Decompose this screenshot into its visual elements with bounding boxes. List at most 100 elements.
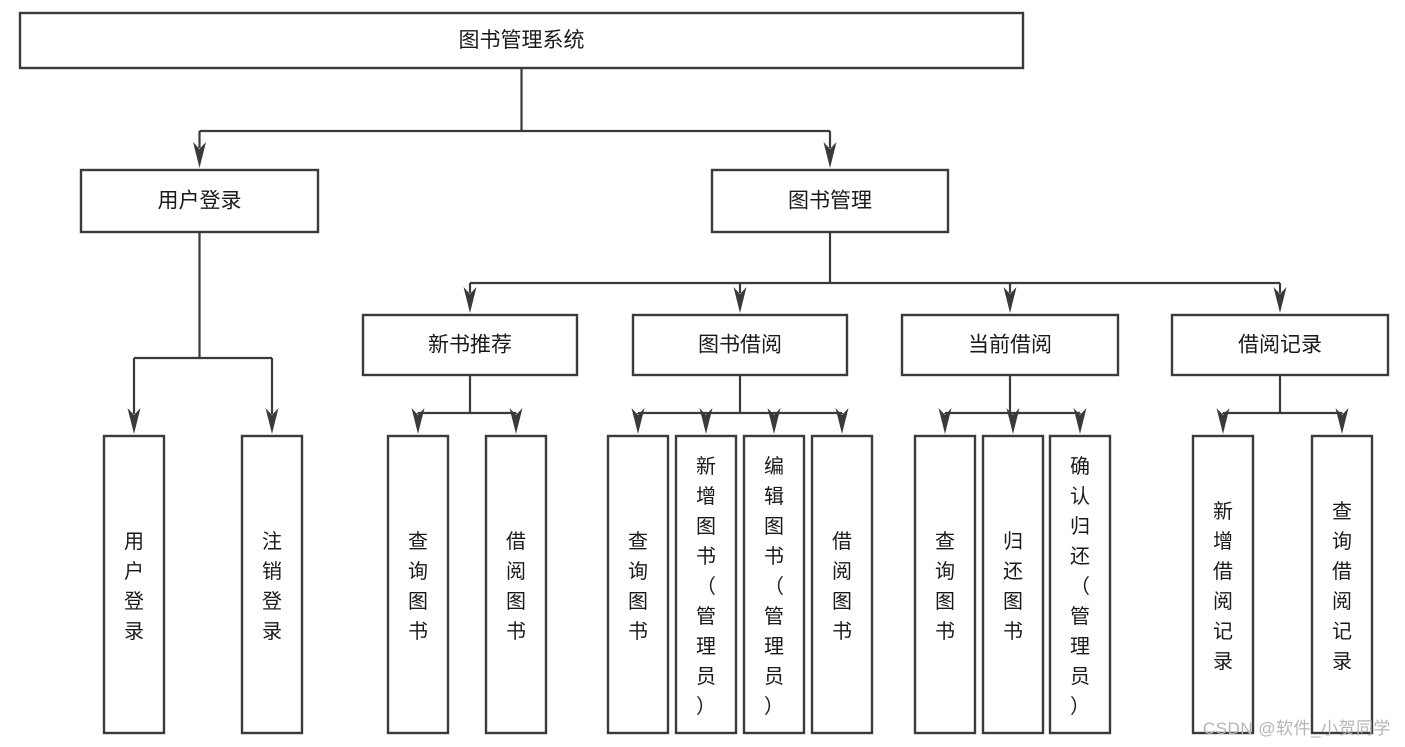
node-label-char: 书 <box>408 620 428 643</box>
node-label-char: 查 <box>628 530 648 553</box>
node-label-char: 阅 <box>1213 590 1233 613</box>
node-label-char: 书 <box>764 545 784 568</box>
edge-group-login <box>127 232 279 434</box>
node-label-char: 图 <box>696 516 716 538</box>
edge-arrowhead <box>835 408 849 434</box>
node-box <box>710 168 950 234</box>
edge-group-borrow <box>631 375 849 434</box>
node-label: 新书推荐 <box>428 334 512 357</box>
node-label-char: 归 <box>1070 515 1090 538</box>
node-label-char: 借 <box>1332 560 1352 583</box>
node-label-char: 确 <box>1070 455 1090 478</box>
node-label: 用户登录 <box>158 190 242 213</box>
node-bookmgmt[interactable]: 图书管理 <box>710 168 950 234</box>
node-label-char: 户 <box>124 560 144 583</box>
node-label-char: 理 <box>696 636 716 658</box>
node-login[interactable]: 用户登录 <box>79 168 320 234</box>
edge-group-bookmgmt <box>463 232 1287 313</box>
edge-group-newbook <box>411 375 523 434</box>
node-label-char: 阅 <box>1332 590 1352 613</box>
node-label-char: 销 <box>262 560 282 583</box>
node-label-char: 询 <box>628 560 648 583</box>
node-label-char: 书 <box>506 620 526 643</box>
node-label-char: 书 <box>832 620 852 643</box>
edge-group-current <box>938 375 1087 434</box>
node-label-char: （ <box>1070 575 1090 598</box>
edge-arrowhead <box>699 408 713 434</box>
node-box <box>1310 434 1374 735</box>
edge-arrowhead <box>767 408 781 434</box>
node-box <box>631 313 849 377</box>
node-label-char: 录 <box>1332 651 1352 673</box>
node-leaf-login-2[interactable]: 注销登录注销登录 <box>240 434 304 735</box>
node-label-char: 借 <box>832 530 852 553</box>
node-box <box>810 434 874 735</box>
node-label-char: ） <box>764 695 784 718</box>
node-label-char: 图 <box>1003 591 1023 613</box>
node-label-char: 询 <box>935 560 955 583</box>
node-label-char: 编 <box>764 455 784 478</box>
node-label: 当前借阅 <box>968 334 1052 357</box>
node-box <box>1048 434 1112 735</box>
node-newbook[interactable]: 新书推荐 <box>361 313 579 377</box>
node-leaf-record-1[interactable]: 新增借阅记录新增借阅记录 <box>1191 434 1255 735</box>
node-root[interactable]: 图书管理系统 <box>18 11 1025 70</box>
node-label-char: 录 <box>262 621 282 643</box>
node-label-char: 书 <box>628 620 648 643</box>
node-leaf-new-1[interactable]: 查询图书查询图书 <box>386 434 450 735</box>
node-box <box>981 434 1045 735</box>
node-label-char: 阅 <box>506 560 526 583</box>
node-label-char: 新 <box>1213 500 1233 523</box>
node-label-char: 员 <box>764 666 784 688</box>
node-box <box>240 434 304 735</box>
node-label-char: 书 <box>935 620 955 643</box>
node-box <box>386 434 450 735</box>
node-label-char: 理 <box>1070 636 1090 658</box>
node-label-char: ） <box>696 695 716 718</box>
edge-arrowhead <box>1003 287 1017 313</box>
node-leaf-borrow-4[interactable]: 借阅图书借阅图书 <box>810 434 874 735</box>
node-label-char: 增 <box>696 485 716 508</box>
node-label-char: 记 <box>1213 620 1233 643</box>
node-leaf-login-1[interactable]: 用户登录用户登录 <box>102 434 166 735</box>
node-label-char: 图 <box>764 516 784 538</box>
edge-arrowhead <box>463 287 477 313</box>
node-label: 图书管理系统 <box>459 29 585 52</box>
node-label-char: 录 <box>1213 651 1233 673</box>
node-box <box>361 313 579 377</box>
edge-group-root <box>193 68 837 168</box>
node-label-char: 注 <box>262 530 282 553</box>
edge-arrowhead <box>1216 408 1230 434</box>
edge-arrowhead <box>509 408 523 434</box>
node-label-char: 询 <box>1332 530 1352 553</box>
node-label: 图书管理 <box>788 190 872 213</box>
node-leaf-current-2[interactable]: 归还图书归还图书 <box>981 434 1045 735</box>
node-leaf-current-1[interactable]: 查询图书查询图书 <box>913 434 977 735</box>
node-label-char: 借 <box>1213 560 1233 583</box>
node-label-char: 增 <box>1213 530 1233 553</box>
node-leaf-borrow-1[interactable]: 查询图书查询图书 <box>606 434 670 735</box>
edge-arrowhead <box>411 408 425 434</box>
node-label-char: 书 <box>1003 620 1023 643</box>
edge-arrowhead <box>1335 408 1349 434</box>
node-label-char: 查 <box>1332 500 1352 523</box>
node-leaf-new-2[interactable]: 借阅图书借阅图书 <box>484 434 548 735</box>
node-label-char: 书 <box>696 545 716 568</box>
node-label-char: 还 <box>1003 560 1023 583</box>
node-label-char: 查 <box>935 530 955 553</box>
node-records[interactable]: 借阅记录 <box>1170 313 1390 377</box>
node-leaf-record-2[interactable]: 查询借阅记录查询借阅记录 <box>1310 434 1374 735</box>
edge-group-records <box>1216 375 1349 434</box>
node-label-char: （ <box>696 575 716 598</box>
node-label-char: 管 <box>1070 605 1090 628</box>
node-current[interactable]: 当前借阅 <box>900 313 1120 377</box>
node-label-char: ） <box>1070 695 1090 718</box>
edge-arrowhead <box>938 408 952 434</box>
node-label-char: 借 <box>506 530 526 553</box>
node-borrow[interactable]: 图书借阅 <box>631 313 849 377</box>
nodes-layer: 图书管理系统用户登录图书管理新书推荐图书借阅当前借阅借阅记录用户登录用户登录注销… <box>18 11 1390 735</box>
